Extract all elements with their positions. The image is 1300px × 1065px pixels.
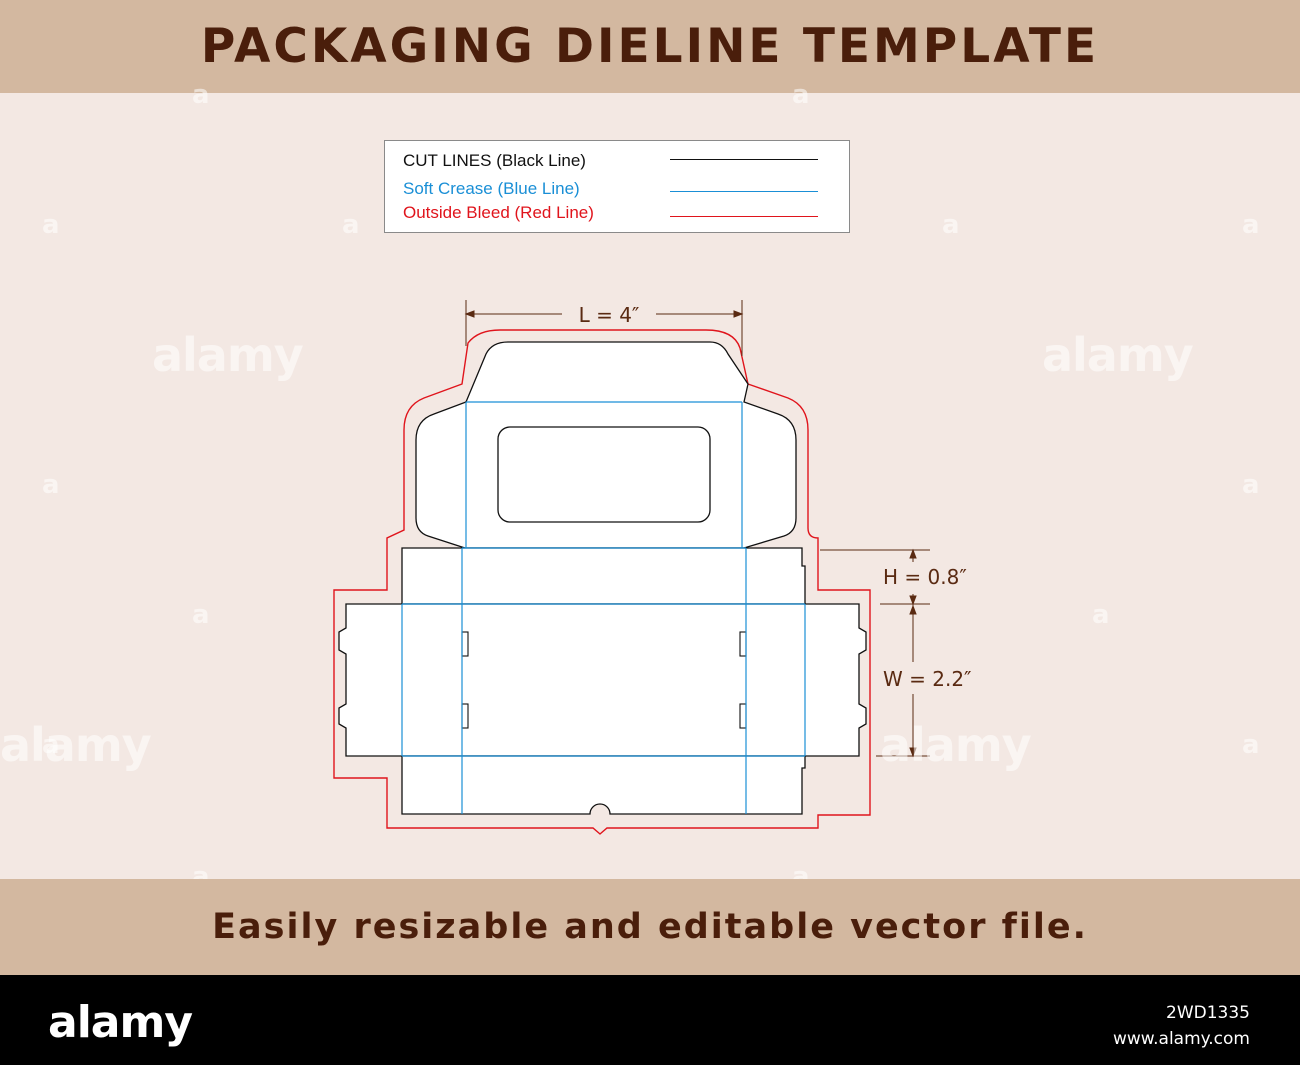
watermark-a-5: a bbox=[942, 210, 960, 240]
window-cutout bbox=[497, 426, 711, 523]
legend-cut-label: CUT LINES (Black Line) bbox=[403, 151, 586, 170]
watermark-a-10: a bbox=[1092, 600, 1110, 630]
watermark-logo-right: alamy bbox=[1042, 328, 1194, 382]
watermark-logo-bottom-left: alamy bbox=[0, 718, 152, 772]
header-band: PACKAGING DIELINE TEMPLATE bbox=[0, 0, 1300, 93]
watermark-a-2: a bbox=[792, 80, 810, 110]
legend-bleed-line bbox=[670, 216, 818, 217]
dimension-width-label: W = 2.2″ bbox=[883, 667, 972, 691]
legend-box: CUT LINES (Black Line) Soft Crease (Blue… bbox=[384, 140, 850, 233]
watermark-logo-bottom-right: alamy bbox=[880, 718, 1032, 772]
watermark-logo-left: alamy bbox=[152, 328, 304, 382]
stock-info: 2WD1335 www.alamy.com bbox=[1113, 1000, 1250, 1052]
main-body-cut bbox=[338, 603, 867, 757]
tagline-band: Easily resizable and editable vector fil… bbox=[0, 879, 1300, 975]
alamy-logo: alamy bbox=[48, 997, 193, 1048]
dimension-length-label: L = 4″ bbox=[579, 303, 640, 327]
tagline-text: Easily resizable and editable vector fil… bbox=[212, 907, 1088, 947]
crease-lines bbox=[401, 401, 806, 814]
site-url: www.alamy.com bbox=[1112, 1029, 1250, 1049]
legend-cut-line bbox=[670, 159, 818, 160]
watermark-a-12: a bbox=[1242, 730, 1260, 760]
watermark-a-6: a bbox=[1242, 210, 1260, 240]
watermark-a-8: a bbox=[1242, 470, 1260, 500]
watermark-a-3: a bbox=[42, 210, 60, 240]
watermark-a-1: a bbox=[192, 80, 210, 110]
dimension-markers bbox=[464, 300, 930, 758]
watermark-a-11: a bbox=[42, 730, 60, 760]
image-id: 2WD1335 bbox=[1166, 1003, 1250, 1023]
dimension-height-label: H = 0.8″ bbox=[883, 565, 967, 589]
stock-footer: alamy 2WD1335 www.alamy.com bbox=[0, 975, 1300, 1065]
legend-crease-label: Soft Crease (Blue Line) bbox=[403, 179, 580, 198]
watermark-a-9: a bbox=[192, 600, 210, 630]
watermark-a-4: a bbox=[342, 210, 360, 240]
page-title: PACKAGING DIELINE TEMPLATE bbox=[200, 19, 1100, 74]
watermark-a-7: a bbox=[42, 470, 60, 500]
legend-bleed-label: Outside Bleed (Red Line) bbox=[403, 203, 594, 222]
legend-crease-line bbox=[670, 191, 818, 192]
bleed-outline bbox=[333, 329, 871, 835]
bottom-flap-cut bbox=[401, 755, 806, 815]
